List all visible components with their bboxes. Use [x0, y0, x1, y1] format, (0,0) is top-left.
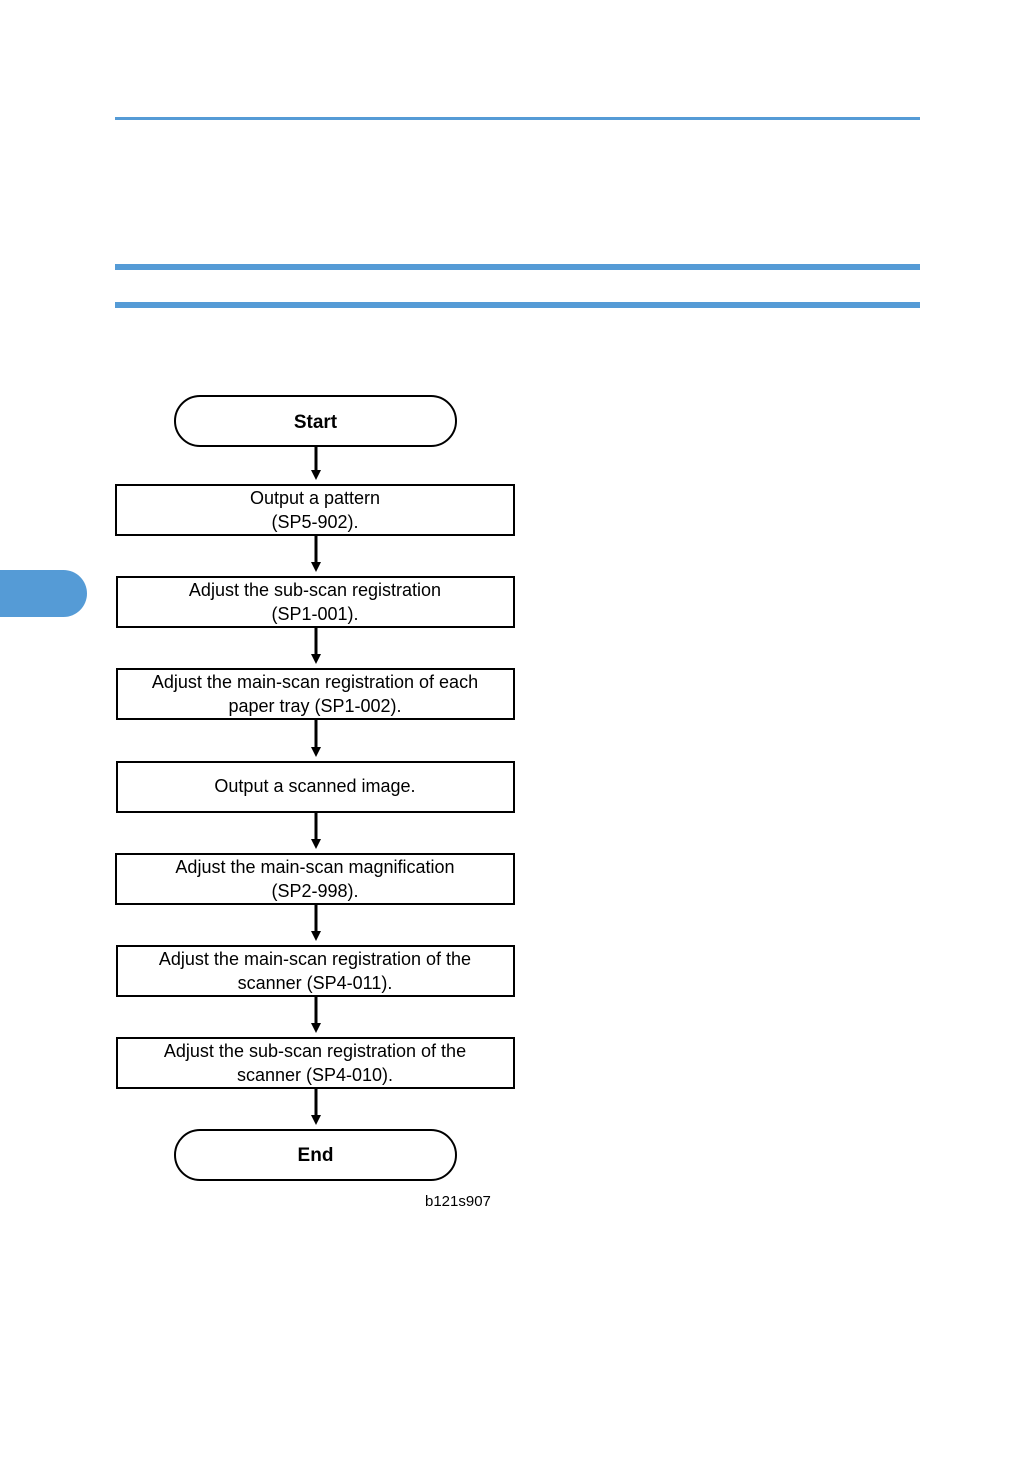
- step-2-line-2: (SP1-001).: [271, 604, 358, 624]
- process-step-3: Adjust the main-scan registration of eac…: [116, 668, 515, 720]
- step-3-line-1: Adjust the main-scan registration of eac…: [152, 672, 478, 692]
- step-3-line-2: paper tray (SP1-002).: [228, 696, 401, 716]
- end-terminal: End: [174, 1129, 457, 1181]
- chapter-thumb-tab: [0, 570, 87, 617]
- step-5-line-1: Adjust the main-scan magnification: [175, 857, 454, 877]
- header-rule: [115, 117, 920, 120]
- process-step-1: Output a pattern (SP5-902).: [115, 484, 515, 536]
- process-step-2: Adjust the sub-scan registration (SP1-00…: [116, 576, 515, 628]
- end-label: End: [298, 1145, 334, 1166]
- step-6-line-2: scanner (SP4-011).: [238, 973, 393, 993]
- step-7-line-1: Adjust the sub-scan registration of the: [164, 1041, 466, 1061]
- section-rule-lower: [115, 302, 920, 308]
- step-6-line-1: Adjust the main-scan registration of the: [159, 949, 471, 969]
- step-5-line-2: (SP2-998).: [271, 881, 358, 901]
- step-1-line-2: (SP5-902).: [271, 512, 358, 532]
- step-7-line-2: scanner (SP4-010).: [237, 1065, 393, 1085]
- step-4-line-1: Output a scanned image.: [214, 776, 415, 796]
- process-step-5: Adjust the main-scan magnification (SP2-…: [115, 853, 515, 905]
- process-step-6: Adjust the main-scan registration of the…: [116, 945, 515, 997]
- section-rule-upper: [115, 264, 920, 270]
- figure-id-label: b121s907: [425, 1193, 491, 1210]
- process-step-4: Output a scanned image.: [116, 761, 515, 813]
- start-label: Start: [294, 412, 338, 433]
- process-step-7: Adjust the sub-scan registration of the …: [116, 1037, 515, 1089]
- step-2-line-1: Adjust the sub-scan registration: [189, 580, 441, 600]
- start-terminal: Start: [174, 395, 457, 447]
- step-1-line-1: Output a pattern: [250, 488, 380, 508]
